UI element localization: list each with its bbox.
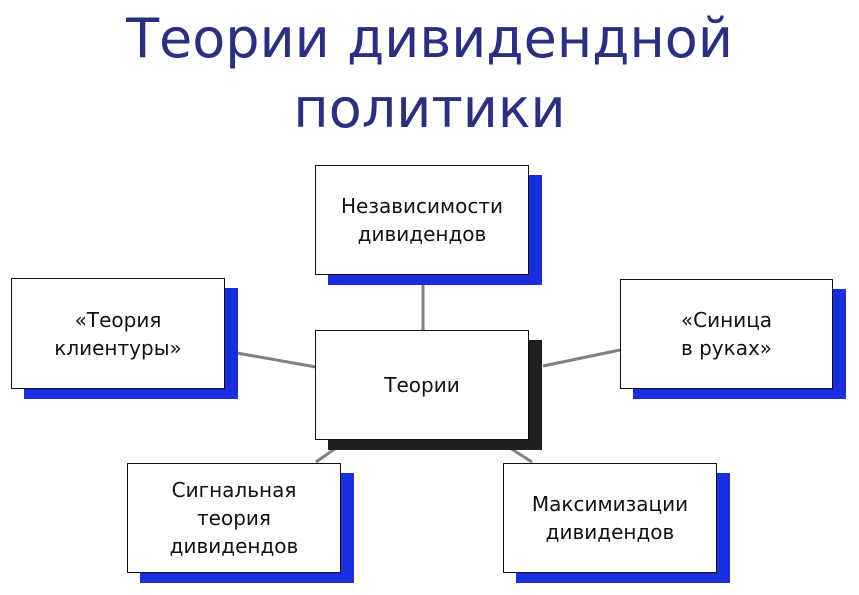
node-label-line-1: «Синица <box>680 308 773 332</box>
node-label-line-3: дивидендов <box>169 534 299 558</box>
node-label-line-1: «Теория <box>74 307 162 332</box>
connector-right <box>542 348 621 368</box>
node-box: «Теория клиентуры» <box>11 278 225 389</box>
node-label-line-1: Теории <box>384 373 460 397</box>
node-theories-center: Теории <box>315 330 542 450</box>
slide-title-line-2: политики <box>293 77 566 140</box>
node-label-line-2: дивидендов <box>545 520 675 544</box>
node-box: Сигнальная теория дивидендов <box>127 463 341 573</box>
node-maximization: Максимизации дивидендов <box>503 463 730 583</box>
connector-bottom-left <box>315 446 337 464</box>
node-label-line-1: Сигнальная <box>171 478 297 502</box>
node-box: «Синица в руках» <box>620 279 833 389</box>
node-box: Теории <box>315 330 529 440</box>
node-label-line-2: клиентуры» <box>54 335 182 360</box>
slide-title: Теории дивидендной политики <box>0 4 859 144</box>
connector-left <box>236 351 317 369</box>
node-box: Независимости дивидендов <box>315 165 529 275</box>
connector-bottom-right <box>509 446 533 464</box>
slide-title-line-1: Теории дивидендной <box>126 7 733 70</box>
node-box: Максимизации дивидендов <box>503 463 717 573</box>
node-label-line-2: дивидендов <box>357 222 487 246</box>
node-label-line-1: Максимизации <box>531 492 689 516</box>
node-label-line-2: теория <box>197 506 271 530</box>
node-label-line-2: в руках» <box>680 336 773 360</box>
node-label-line-1: Независимости <box>341 194 503 218</box>
node-signaling: Сигнальная теория дивидендов <box>127 463 354 583</box>
node-clientele: «Теория клиентуры» <box>11 278 238 399</box>
node-independence: Независимости дивидендов <box>315 165 542 285</box>
node-bird-in-hand: «Синица в руках» <box>620 279 846 399</box>
